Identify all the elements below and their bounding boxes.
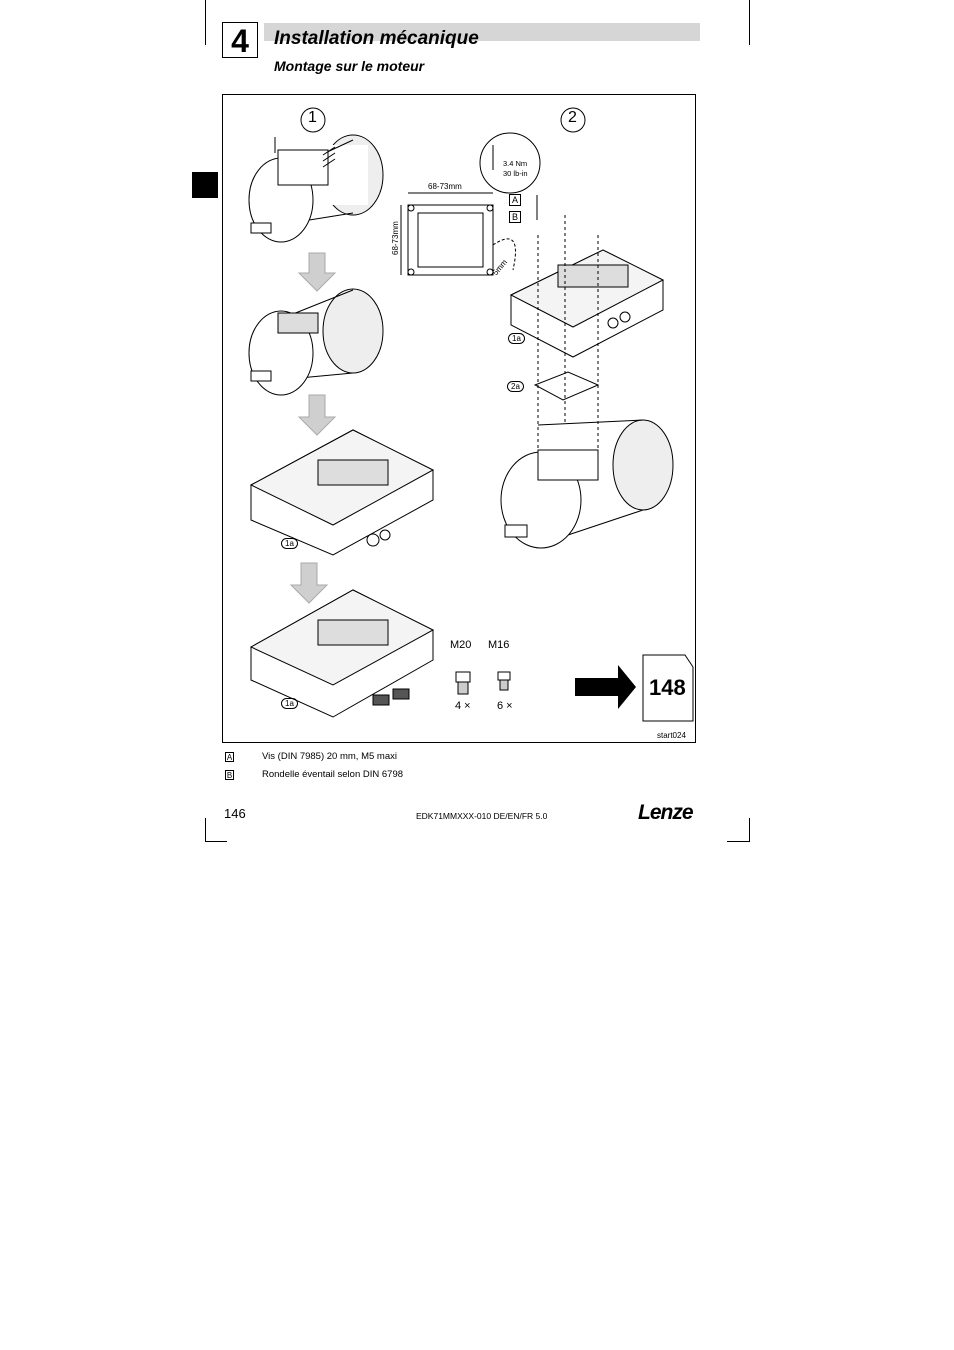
gland-m16-label: M16 [488,639,510,651]
header-bar [264,23,700,41]
document-reference: EDK71MMXXX-010 DE/EN/FR 5.0 [416,811,548,821]
motor-bare [248,288,384,396]
motor-target [500,419,674,549]
gland-m16-quantity: 6 × [497,700,513,712]
page-title: Installation mécanique [274,28,479,49]
step-1-label: 1 [308,109,317,126]
cable-gland-m20-icon [455,671,471,695]
callout-1a: 1a [508,333,525,344]
page-ref-tab [642,654,694,722]
terminal-box-knockouts [249,429,435,556]
page-reference: 148 [649,675,686,700]
crop-mark [205,818,206,842]
installation-figure: 1 2 68-73mm 68-73mm 5mm 3.4 Nm 30 lb-in … [222,94,696,743]
legend-key-a: A [225,752,234,762]
key-b-marker: B [509,211,522,223]
down-arrow-2 [297,394,337,436]
crop-mark [749,818,750,842]
legend-text-a: Vis (DIN 7985) 20 mm, M5 maxi [262,751,397,762]
step-2-circle [560,107,586,133]
chapter-number: 4 [222,22,258,59]
down-arrow-1 [297,252,337,292]
figure-id: start024 [657,731,686,740]
callout-1a: 1a [281,698,298,709]
brand-logo: Lenze [638,801,694,824]
crop-mark [205,841,227,842]
torque-balloon [479,132,541,220]
dimension-height: 68-73mm [391,221,400,255]
key-a-marker: A [509,194,522,206]
installation-drawing [248,107,694,722]
legend-text-b: Rondelle éventail selon DIN 6798 [262,769,404,780]
legend-key-b: B [225,770,234,780]
gasket-2a [533,371,600,401]
gasket-template [400,192,516,276]
dimension-width: 68-73mm [428,182,462,191]
motor-with-cover [248,134,384,243]
alignment-lines [537,215,599,470]
gland-m20-label: M20 [450,639,472,651]
step-1-circle [300,107,326,133]
torque-lbin: 30 lb-in [503,169,528,178]
terminal-box-glands [249,589,435,718]
page-number: 146 [224,806,246,821]
page-subtitle: Montage sur le moteur [274,58,425,74]
crop-mark [749,0,750,45]
gland-m20-quantity: 4 × [455,700,471,712]
down-arrow-3 [289,562,329,604]
callout-1a: 1a [281,538,298,549]
chapter-tab-marker [192,172,218,198]
cable-gland-m16-icon [497,671,511,691]
terminal-box-exploded [509,249,665,358]
callout-2a: 2a [507,381,524,392]
page-ref-arrow-icon [575,665,636,709]
crop-mark [727,841,749,842]
crop-mark [205,0,206,45]
torque-nm: 3.4 Nm [503,159,528,168]
step-2-label: 2 [568,109,577,126]
